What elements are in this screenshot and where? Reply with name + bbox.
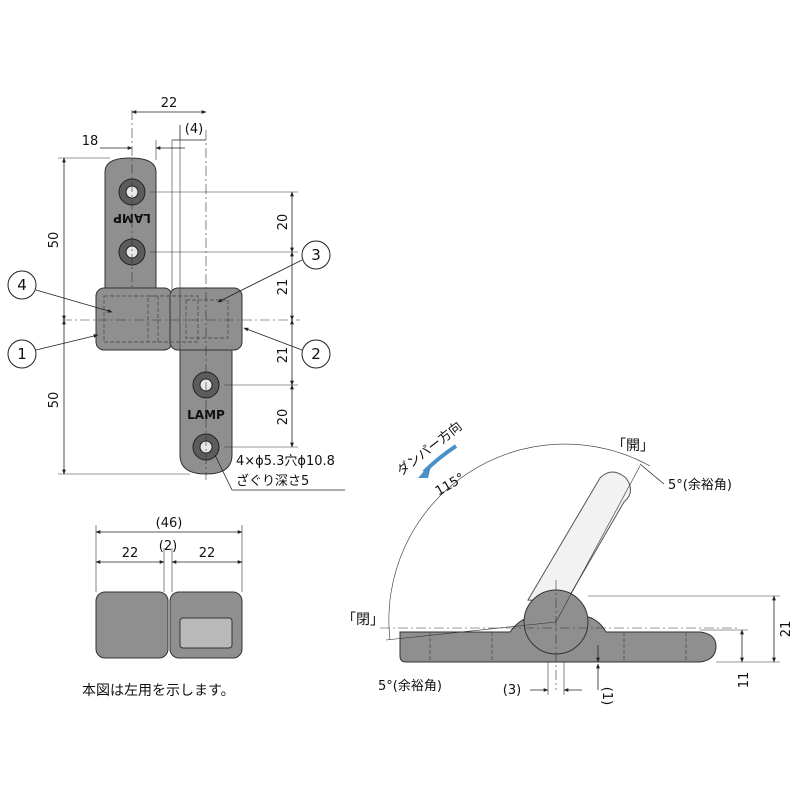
angle-arc — [388, 443, 651, 641]
dim-21-side: 21 — [779, 621, 794, 638]
dim-46: (46) — [156, 516, 183, 531]
svg-text:1: 1 — [17, 345, 27, 363]
dim-21-upper: 21 — [276, 279, 291, 296]
callout-3: 3 — [217, 240, 331, 303]
dim-3-side: (3) — [503, 683, 521, 698]
open-label: 「開」 — [612, 438, 654, 454]
svg-text:2: 2 — [311, 345, 321, 363]
front-view: (46) 22 (2) 22 本図は左用を示します。 — [82, 516, 243, 699]
margin-angle-top: 5°(余裕角) — [668, 477, 732, 493]
dim-22-top: 22 — [161, 96, 178, 111]
dim-22-front-left: 22 — [122, 546, 139, 561]
dim-21-lower: 21 — [276, 347, 291, 364]
hole-note-line1: 4×ϕ5.3穴ϕ10.8 — [236, 454, 335, 469]
dim-2: (2) — [159, 539, 177, 554]
hinge-barrel-left — [95, 287, 173, 351]
closed-label: 「閉」 — [342, 612, 384, 628]
front-barrel-left — [95, 591, 169, 659]
top-view: LAMP LAMP 22 (4) 18 50 50 — [7, 96, 345, 491]
callout-4: 4 — [7, 270, 113, 313]
dim-50-upper: 50 — [47, 232, 62, 249]
dim-11-side: 11 — [737, 672, 752, 689]
front-note: 本図は左用を示します。 — [82, 683, 235, 699]
dim-18: 18 — [82, 134, 99, 149]
svg-text:3: 3 — [311, 246, 321, 264]
dim-20-lower: 20 — [276, 409, 291, 426]
dim-1-side: (1) — [599, 687, 614, 705]
dim-20-upper: 20 — [276, 214, 291, 231]
dim-22-front-right: 22 — [199, 546, 216, 561]
svg-text:4: 4 — [17, 276, 27, 294]
dim-50-lower: 50 — [47, 392, 62, 409]
hole-note-line2: ざぐり深さ5 — [236, 473, 309, 489]
side-view: ダンパー方向 115° 「開」 5°(余裕角) 「閉」 5°(余裕角) 21 1… — [342, 419, 794, 706]
open-leaf-outline — [527, 471, 631, 603]
dim-4: (4) — [185, 122, 203, 137]
callout-2: 2 — [243, 327, 331, 369]
angle-115: 115° — [433, 471, 468, 500]
margin-angle-bottom: 5°(余裕角) — [378, 678, 442, 694]
callout-1: 1 — [7, 334, 99, 369]
